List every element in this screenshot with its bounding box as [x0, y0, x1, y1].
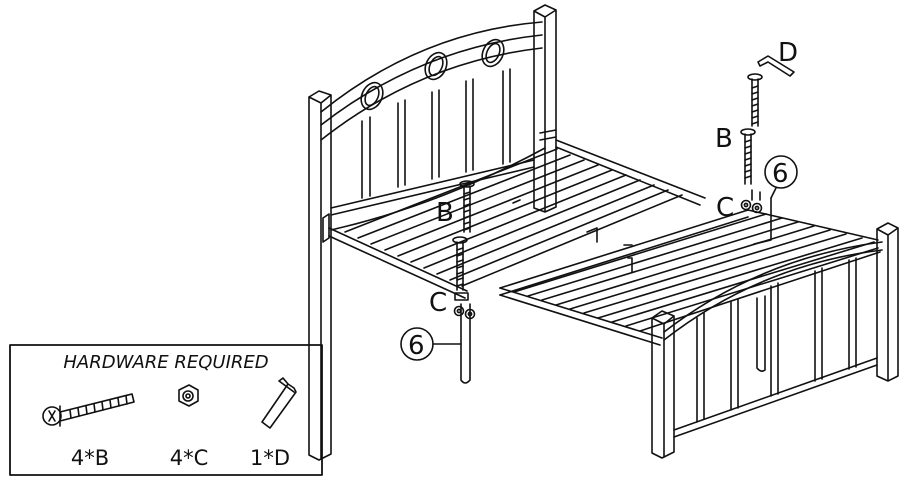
headboard-bottom-rail: [330, 159, 535, 216]
bolt-b-upper-right: [747, 73, 763, 127]
left-hardware: [452, 180, 476, 320]
bolt-b-upper-left: [459, 180, 475, 233]
headboard-medallions: [360, 38, 505, 111]
allen-wrench-d: [757, 55, 795, 77]
label-d-top: D: [778, 38, 798, 68]
hardware-qty-nut: 4*C: [170, 446, 209, 470]
callout-number-right: 6: [772, 159, 789, 189]
label-c-right: C: [716, 193, 734, 223]
hardware-box-border: [9, 344, 323, 476]
hardware-wrench-icon: [261, 377, 297, 429]
footboard-right-post: [876, 222, 899, 382]
bolt-b-lower-left: [452, 236, 468, 291]
headboard-left-post: [308, 90, 332, 461]
right-hardware: [740, 55, 795, 214]
left-center-leg: [460, 303, 471, 384]
hardware-nut-icon: [178, 384, 199, 407]
footboard-bottom-rail: [673, 357, 878, 438]
hardware-bolt-icon: [42, 393, 135, 427]
label-b-left: B: [436, 198, 454, 228]
hardware-box-title: HARDWARE REQUIRED: [63, 352, 268, 373]
footboard: [651, 222, 899, 459]
nut-c-left: [453, 305, 476, 320]
hardware-qty-wrench: 1*D: [250, 446, 290, 470]
center-support-leg: [756, 295, 766, 372]
nut-c-right: [740, 199, 763, 214]
footboard-left-post: [651, 310, 675, 459]
head-slat-frame: [322, 129, 706, 299]
right-leg-bracket: [751, 189, 772, 245]
headboard-right-post: [533, 4, 557, 213]
callout-number-left: 6: [408, 331, 425, 361]
headboard-spindles: [361, 68, 511, 199]
footboard-spindles: [696, 257, 857, 423]
footboard-top-rail: [663, 241, 883, 341]
headboard: [308, 4, 557, 461]
label-b-right: B: [715, 124, 733, 154]
bolt-b-lower-right: [740, 128, 756, 185]
hardware-qty-bolt: 4*B: [71, 446, 109, 470]
callout-circle-right: [764, 155, 798, 189]
foot-slat-frame: [499, 209, 881, 346]
label-c-left: C: [429, 288, 447, 318]
